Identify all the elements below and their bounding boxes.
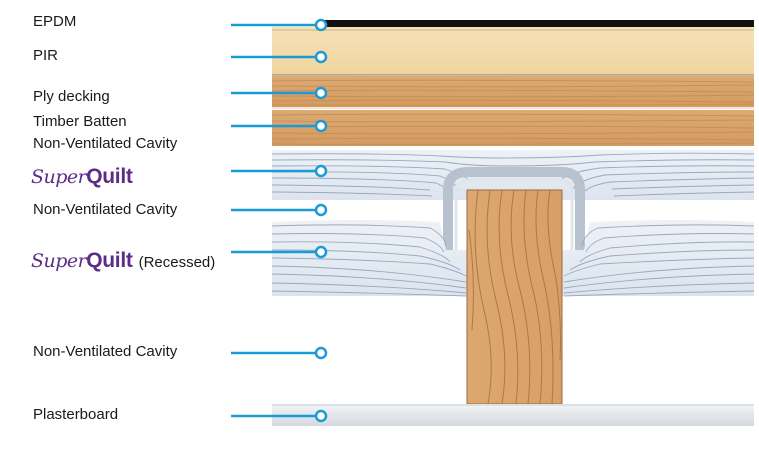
- superquilt-recessed-lines: [271, 224, 755, 297]
- label-cavity-top: Non-Ventilated Cavity: [33, 135, 178, 152]
- ply-grain: [271, 79, 755, 106]
- label-pir: PIR: [33, 47, 59, 64]
- brand-quilt-text: Quilt: [86, 165, 133, 188]
- label-cavity-mid: Non-Ventilated Cavity: [33, 201, 178, 218]
- leader-plasterboard-dot: [314, 409, 328, 423]
- pir-layer: [272, 27, 754, 75]
- label-cavity-bottom: Non-Ventilated Cavity: [33, 343, 178, 360]
- leader-superquilt-dot: [314, 164, 328, 178]
- leader-lines: [231, 18, 328, 423]
- superquilt-recessed-logo: SuperQuilt (Recessed): [31, 249, 215, 275]
- leader-ply-dot: [314, 86, 328, 100]
- timber-joist: [466, 189, 563, 405]
- leader-pir-dot: [314, 50, 328, 64]
- superquilt-upper-lines: [271, 152, 755, 197]
- timber-batten-layer: [272, 110, 754, 146]
- leader-cavity-mid-dot: [314, 203, 328, 217]
- leader-cavity-bottom-dot: [314, 346, 328, 360]
- batten-grain: [271, 113, 755, 145]
- label-ply-decking: Ply decking: [33, 88, 110, 105]
- foil-wrap: [443, 167, 585, 250]
- label-plasterboard: Plasterboard: [33, 406, 119, 423]
- recessed-suffix: (Recessed): [138, 254, 216, 271]
- label-timber-batten: Timber Batten: [33, 113, 127, 130]
- superquilt-logo: SuperQuilt: [31, 165, 133, 191]
- joist-grain: [468, 189, 561, 405]
- leader-superquilt-recessed-dot: [314, 245, 328, 259]
- brand-quilt-text-2: Quilt: [86, 249, 133, 272]
- epdm-layer: [322, 20, 754, 27]
- label-epdm: EPDM: [33, 13, 77, 30]
- foil-wrap-inner: [454, 178, 574, 250]
- plasterboard-layer: [272, 404, 754, 426]
- brand-super-text: Super: [31, 166, 87, 188]
- leader-batten-dot: [314, 119, 328, 133]
- leader-epdm-dot: [314, 18, 328, 32]
- brand-super-text-2: Super: [31, 250, 87, 272]
